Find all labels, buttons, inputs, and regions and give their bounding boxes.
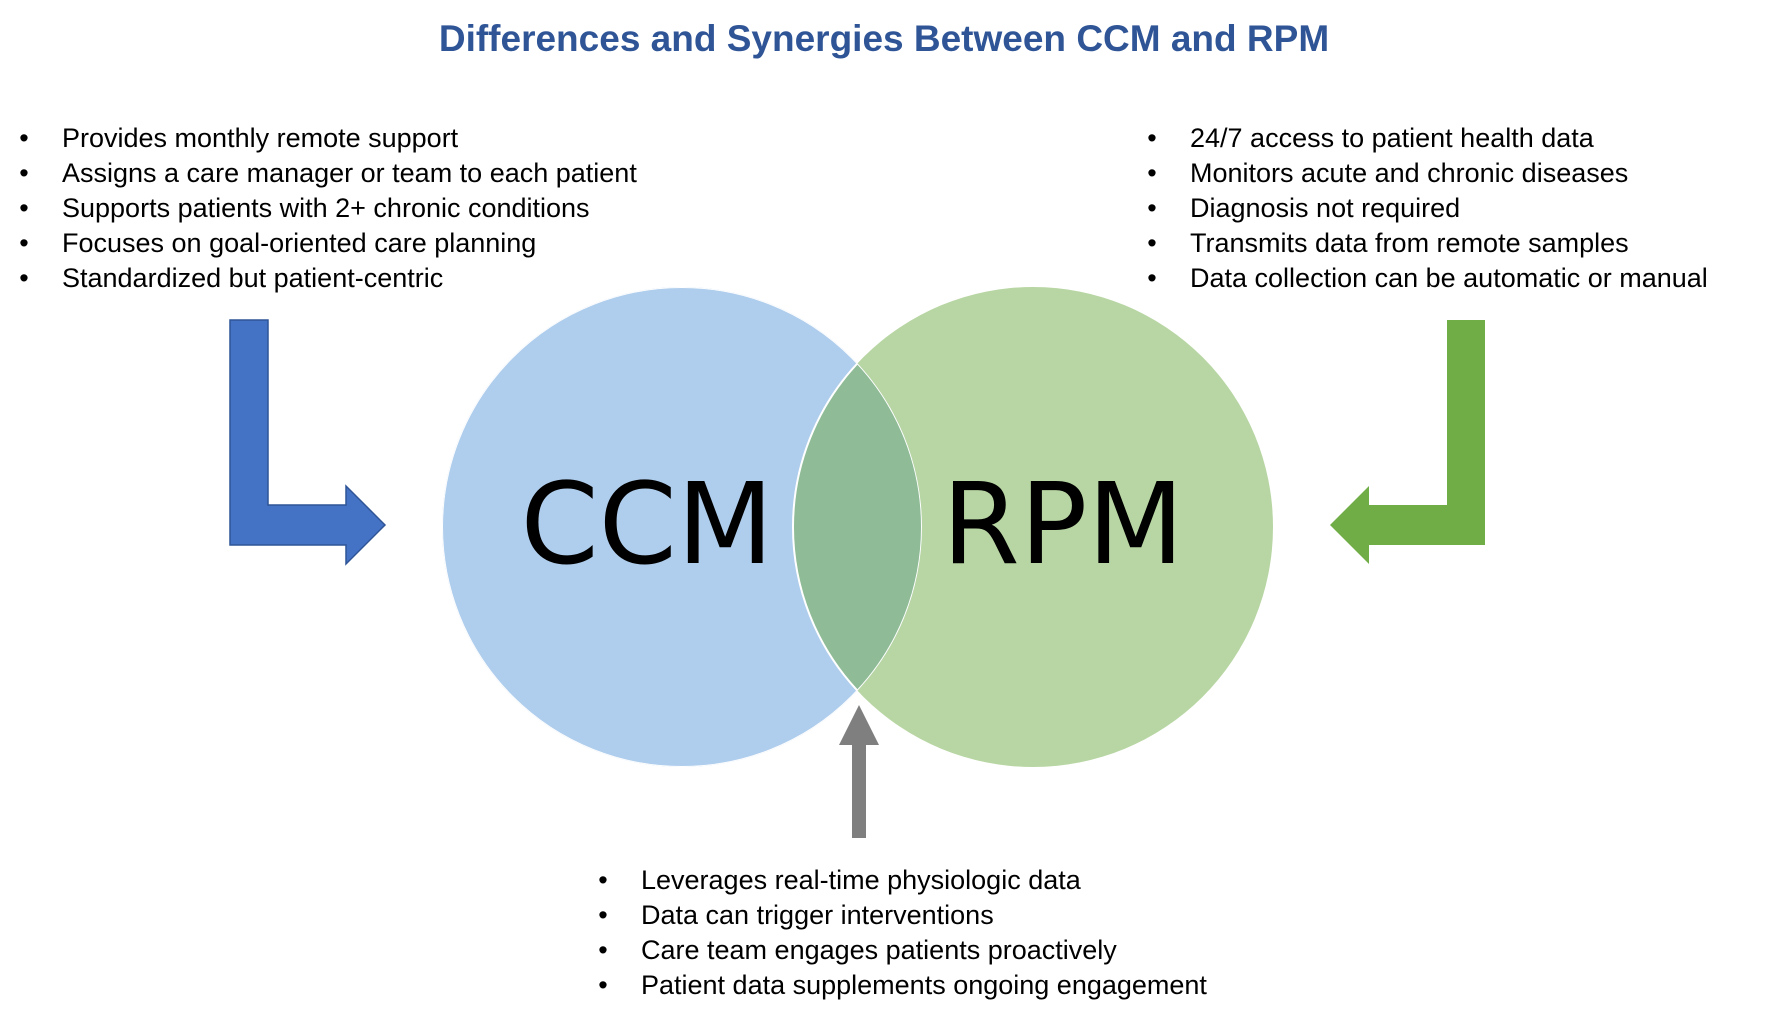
list-item: • Patient data supplements ongoing engage… bbox=[593, 968, 1207, 1003]
bullet: • bbox=[19, 158, 29, 188]
bullet: • bbox=[1147, 193, 1157, 223]
list-item: • Diagnosis not required bbox=[1142, 191, 1708, 226]
bullet: • bbox=[19, 228, 29, 258]
rpm-features-list: • 24/7 access to patient health data • Mon… bbox=[1142, 121, 1708, 296]
rpm-arrow bbox=[1330, 320, 1485, 564]
rpm-feature-text: Data collection can be automatic or manu… bbox=[1190, 263, 1708, 293]
list-item: • Leverages real-time physiologic data bbox=[593, 863, 1207, 898]
bullet: • bbox=[19, 123, 29, 153]
list-item: • Supports patients with 2+ chronic condi… bbox=[14, 191, 637, 226]
synergy-feature-text: Care team engages patients proactively bbox=[641, 935, 1117, 965]
rpm-label: RPM bbox=[942, 460, 1184, 590]
rpm-feature-text: 24/7 access to patient health data bbox=[1190, 123, 1594, 153]
bullet: • bbox=[1147, 263, 1157, 293]
rpm-feature-text: Diagnosis not required bbox=[1190, 193, 1461, 223]
ccm-circle bbox=[442, 287, 922, 767]
list-item: • Monitors acute and chronic diseases bbox=[1142, 156, 1708, 191]
synergy-features-list: • Leverages real-time physiologic data • D… bbox=[593, 863, 1207, 1003]
list-item: • Assigns a care manager or team to each … bbox=[14, 156, 637, 191]
list-item: • Standardized but patient-centric bbox=[14, 261, 637, 296]
bullet: • bbox=[598, 900, 608, 930]
list-item: • Focuses on goal-oriented care planning bbox=[14, 226, 637, 261]
rpm-circle bbox=[793, 287, 1273, 767]
synergy-arrow bbox=[839, 705, 879, 838]
bullet: • bbox=[19, 263, 29, 293]
list-item: • Transmits data from remote samples bbox=[1142, 226, 1708, 261]
bullet: • bbox=[598, 865, 608, 895]
rpm-feature-text: Monitors acute and chronic diseases bbox=[1190, 158, 1629, 188]
bullet: • bbox=[1147, 158, 1157, 188]
overlap-outline bbox=[792, 287, 922, 767]
bullet: • bbox=[19, 193, 29, 223]
list-item: • Care team engages patients proactively bbox=[593, 933, 1207, 968]
synergy-feature-text: Data can trigger interventions bbox=[641, 900, 994, 930]
rpm-feature-text: Transmits data from remote samples bbox=[1190, 228, 1629, 258]
ccm-feature-text: Focuses on goal-oriented care planning bbox=[62, 228, 537, 258]
bullet: • bbox=[1147, 123, 1157, 153]
bullet: • bbox=[1147, 228, 1157, 258]
ccm-arrow bbox=[229, 319, 387, 566]
ccm-feature-text: Provides monthly remote support bbox=[62, 123, 459, 153]
ccm-feature-text: Supports patients with 2+ chronic condit… bbox=[62, 193, 590, 223]
ccm-label: CCM bbox=[520, 460, 773, 590]
list-item: • Provides monthly remote support bbox=[14, 121, 637, 156]
ccm-feature-text: Standardized but patient-centric bbox=[62, 263, 444, 293]
ccm-features-list: • Provides monthly remote support • Assign… bbox=[14, 121, 637, 296]
list-item: • Data can trigger interventions bbox=[593, 898, 1207, 933]
synergy-feature-text: Patient data supplements ongoing engagem… bbox=[641, 970, 1207, 1000]
bullet: • bbox=[598, 935, 608, 965]
bullet: • bbox=[598, 970, 608, 1000]
synergy-feature-text: Leverages real-time physiologic data bbox=[641, 865, 1081, 895]
list-item: • 24/7 access to patient health data bbox=[1142, 121, 1708, 156]
ccm-feature-text: Assigns a care manager or team to each p… bbox=[62, 158, 637, 188]
page-title: Differences and Synergies Between CCM an… bbox=[438, 18, 1330, 59]
list-item: • Data collection can be automatic or man… bbox=[1142, 261, 1708, 296]
